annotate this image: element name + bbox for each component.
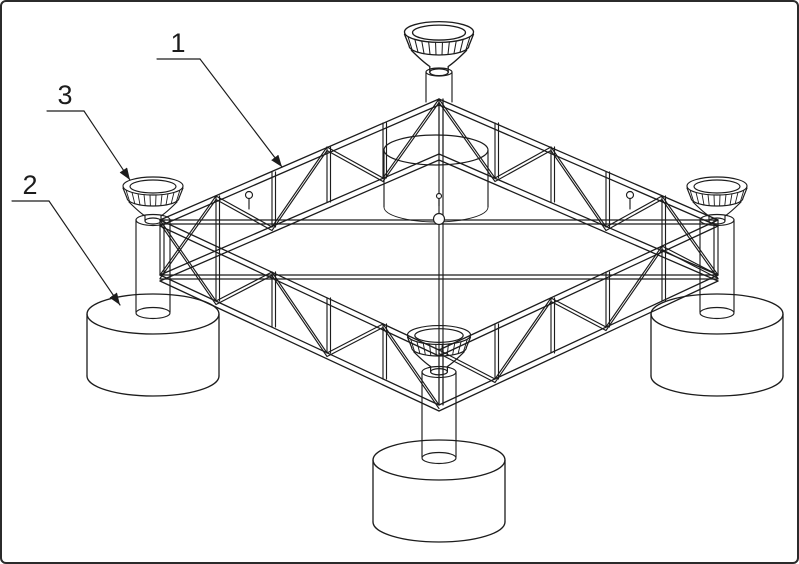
float-right <box>650 293 784 397</box>
callout-3: 3 <box>46 80 131 181</box>
callout-1-label: 1 <box>170 28 185 58</box>
truss-lattice-back-right <box>438 98 719 280</box>
float-front <box>372 439 506 543</box>
truss-lattice-front-left <box>159 219 440 410</box>
chord-pins <box>244 190 635 210</box>
truss-corner-posts <box>159 98 719 406</box>
line-drawing: 1 3 2 <box>11 20 784 543</box>
central-caisson <box>383 134 489 223</box>
truss-top-chords <box>159 98 719 357</box>
cap-left <box>122 176 184 225</box>
center-hub <box>432 192 446 226</box>
callout-3-leader-line <box>83 110 131 181</box>
callout-1-leader-line <box>199 58 283 168</box>
column-right <box>699 213 735 320</box>
float-left <box>86 293 220 397</box>
callout-2-leader-line <box>48 200 121 306</box>
truss-plan-bracing <box>159 98 719 406</box>
callout-2-label: 2 <box>22 170 37 200</box>
callout-2: 2 <box>11 170 121 306</box>
truss-frame <box>159 98 719 412</box>
callout-3-label: 3 <box>57 80 72 110</box>
truss-lattice-front-right <box>438 245 719 384</box>
truss-lattice-back-left <box>159 98 440 280</box>
callout-1: 1 <box>156 28 283 168</box>
